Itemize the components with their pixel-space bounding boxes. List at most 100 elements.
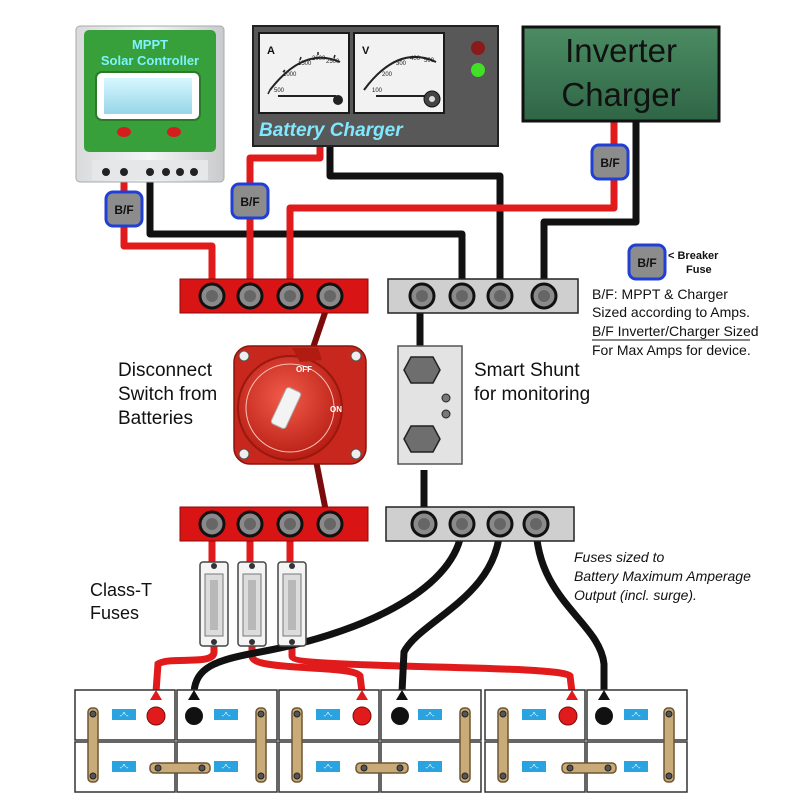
legend: B/F < Breaker Fuse B/F: MPPT & Charger S… xyxy=(592,243,759,358)
legend-badge xyxy=(627,243,667,281)
wire-inverter-positive xyxy=(286,122,618,296)
wire-inverter-negative xyxy=(540,122,640,296)
wire-charger-negative xyxy=(326,146,504,296)
disconnect-label-2: Switch from xyxy=(118,384,217,405)
busbar-bottom-red-studs xyxy=(198,510,344,538)
breaker-mppt-label: B/F xyxy=(114,203,133,217)
busbar-top-red-studs xyxy=(198,282,344,310)
svg-text:-^-: -^- xyxy=(425,763,434,772)
wire-charger-positive xyxy=(246,146,324,296)
ammeter-tick-2: 1000 xyxy=(283,72,297,78)
wire-neg-battery-2 xyxy=(398,523,504,693)
switch-knob xyxy=(270,386,302,430)
voltmeter-tick-5: 500 xyxy=(424,58,435,64)
charger-label: Battery Charger xyxy=(259,120,404,141)
negative-busbar-bottom xyxy=(385,506,575,542)
wire-mppt-negative xyxy=(146,173,466,296)
fuse-note-3: Output (incl. surge). xyxy=(574,587,697,603)
legend-line-3: B/F Inverter/Charger Sized xyxy=(592,323,759,339)
battery-lead-arrows xyxy=(150,690,610,700)
legend-fuse-text: Fuse xyxy=(686,264,712,276)
positive-busbar-top xyxy=(179,278,369,314)
inverter-charger: Inverter Charger xyxy=(521,25,721,123)
shunt-bolt-bottom xyxy=(403,425,441,453)
legend-arrow-text: < Breaker xyxy=(668,250,719,262)
ammeter-tick-4: 2000 xyxy=(312,56,326,62)
breaker-charger: B/F xyxy=(230,182,270,220)
charger-red-light xyxy=(471,41,485,55)
voltmeter-tick-2: 200 xyxy=(382,72,393,78)
wire-fuse-battery-3 xyxy=(288,644,576,693)
legend-line-2: Sized according to Amps. xyxy=(592,304,750,320)
wire-neg-battery-3 xyxy=(532,523,608,692)
ammeter-tick-5: 2500 xyxy=(326,59,340,65)
breaker-mppt: B/F xyxy=(104,190,144,228)
svg-text:-^-: -^- xyxy=(119,711,128,720)
switch-on-text: ON xyxy=(330,405,342,414)
fuse-note-1: Fuses sized to xyxy=(574,549,664,565)
svg-text:-^-: -^- xyxy=(631,711,640,720)
class-t-label-2: Fuses xyxy=(90,603,139,623)
breaker-inverter-label: B/F xyxy=(600,156,619,170)
switch-off-text: OFF xyxy=(296,365,312,374)
negative-busbar-top xyxy=(387,278,579,314)
legend-line-4: For Max Amps for device. xyxy=(592,342,751,358)
svg-text:-^-: -^- xyxy=(323,763,332,772)
battery-cell-labels: -^- -^- -^- -^- -^- -^- -^- -^- -^- -^- … xyxy=(112,709,648,772)
svg-text:-^-: -^- xyxy=(221,763,230,772)
mppt-title-1: MPPT xyxy=(132,37,168,52)
fuse-note-2: Battery Maximum Amperage xyxy=(574,568,751,584)
voltmeter-unit: V xyxy=(362,45,370,57)
charger-green-light xyxy=(471,63,485,77)
svg-text:-^-: -^- xyxy=(425,711,434,720)
inverter-title-2: Charger xyxy=(561,76,680,113)
battery-bank: -^- -^- -^- -^- -^- -^- -^- -^- -^- -^- … xyxy=(74,689,688,793)
mppt-title-2: Solar Controller xyxy=(101,53,199,68)
svg-text:-^-: -^- xyxy=(119,763,128,772)
wire-fuse-battery-1 xyxy=(152,644,218,693)
ammeter: A 500 1000 1500 2000 2500 xyxy=(258,32,350,114)
positive-busbar-bottom xyxy=(179,506,369,542)
busbar-bottom-gray-studs xyxy=(410,510,550,538)
legend-badge-label: B/F xyxy=(637,256,656,270)
battery-positive-terminals xyxy=(146,706,578,726)
shunt-label-1: Smart Shunt xyxy=(474,360,580,381)
mppt-controller: MPPT Solar Controller xyxy=(75,25,225,183)
voltmeter: V 100 200 300 400 500 xyxy=(353,32,445,114)
svg-text:-^-: -^- xyxy=(323,711,332,720)
svg-text:-^-: -^- xyxy=(631,763,640,772)
ammeter-tick-3: 1500 xyxy=(298,61,312,67)
svg-text:-^-: -^- xyxy=(529,763,538,772)
ammeter-tick-1: 500 xyxy=(274,88,285,94)
battery-charger: A 500 1000 1500 2000 2500 V 100 200 300 … xyxy=(252,25,499,147)
breaker-charger-label: B/F xyxy=(240,195,259,209)
ammeter-unit: A xyxy=(267,45,275,57)
disconnect-switch: OFF ON xyxy=(233,345,367,465)
breaker-inverter: B/F xyxy=(590,143,630,181)
class-t-fuse-2 xyxy=(237,561,267,647)
class-t-fuse-3 xyxy=(277,561,307,647)
wire-neg-battery-1 xyxy=(190,523,466,693)
shunt-label-2: for monitoring xyxy=(474,384,590,405)
mppt-button-right xyxy=(167,127,181,137)
disconnect-label-1: Disconnect xyxy=(118,360,213,381)
voltmeter-tick-1: 100 xyxy=(372,88,383,94)
svg-text:-^-: -^- xyxy=(221,711,230,720)
svg-text:-^-: -^- xyxy=(529,711,538,720)
voltmeter-tick-3: 300 xyxy=(396,61,407,67)
mppt-screen xyxy=(104,78,192,114)
shunt-bolt-top xyxy=(403,356,441,384)
battery-negative-terminals xyxy=(185,707,613,725)
inverter-title-1: Inverter xyxy=(565,32,677,69)
busbar-top-gray-studs xyxy=(408,282,558,310)
class-t-fuse-1 xyxy=(199,561,229,647)
wire-fuse-battery-2 xyxy=(248,644,366,693)
class-t-label-1: Class-T xyxy=(90,580,152,600)
mppt-button-left xyxy=(117,127,131,137)
battery-link-terminals xyxy=(89,710,673,780)
disconnect-label-3: Batteries xyxy=(118,408,193,429)
battery-links xyxy=(87,707,675,783)
smart-shunt xyxy=(397,345,463,465)
